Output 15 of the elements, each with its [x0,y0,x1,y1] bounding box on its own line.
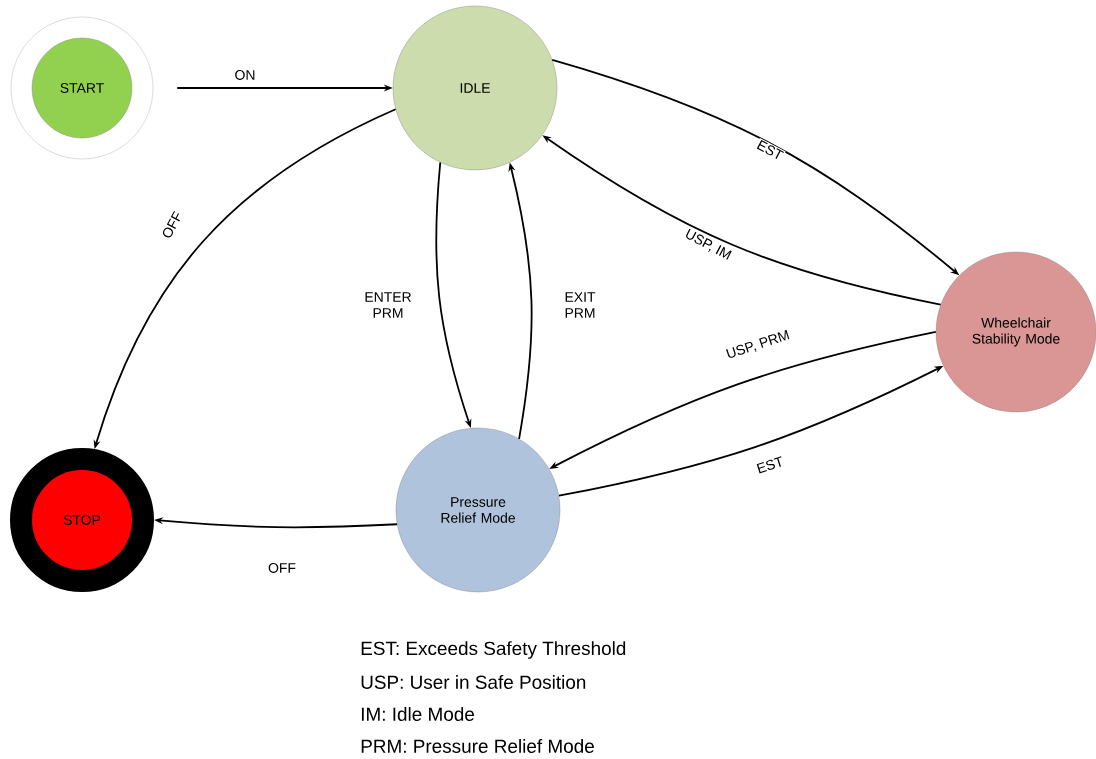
legend-note: IM: Idle Mode [361,707,474,721]
edge-label: OFF [267,562,297,574]
edge-label: ON [233,69,257,81]
legend-note: USP: User in Safe Position [361,675,586,689]
edge-label: ENTER PRM [362,291,414,319]
edge-label: EXIT PRM [554,291,606,319]
start-state: START [10,16,154,160]
stop-state: STOP [10,448,154,592]
edge-label: USP, IM [681,226,735,264]
edge-label: EST [754,454,786,476]
edge-label: EST [754,137,786,163]
edge-label: USP, PRM [723,328,793,362]
legend-note: PRM: Pressure Relief Mode [361,739,594,753]
edge-label: OFF [159,209,185,241]
legend-note: EST: Exceeds Safety Threshold [361,641,626,659]
